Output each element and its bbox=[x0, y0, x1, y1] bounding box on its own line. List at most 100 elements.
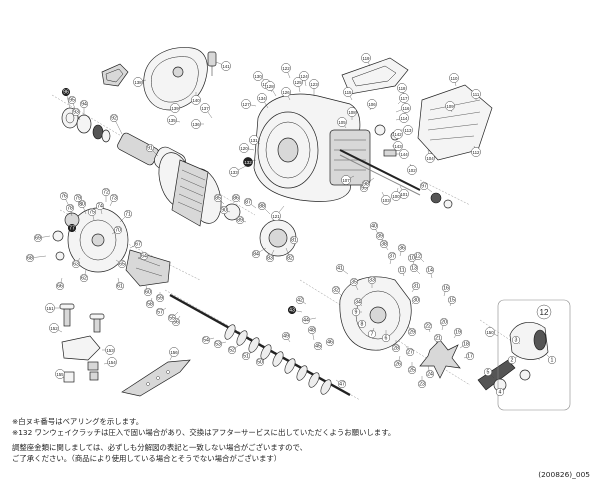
callout-number: 88 bbox=[259, 203, 265, 209]
callout-circle bbox=[271, 211, 281, 221]
callout-124: 124 bbox=[299, 71, 309, 87]
callout-22: 22 bbox=[423, 321, 433, 333]
callout-number: 55 bbox=[169, 315, 175, 321]
callout-number: 92 bbox=[111, 115, 117, 121]
callout-20: 20 bbox=[439, 317, 449, 331]
callout-number: 52 bbox=[229, 347, 235, 353]
callout-number: 29 bbox=[409, 329, 415, 335]
callout-circle bbox=[343, 87, 353, 97]
callout-circle bbox=[397, 83, 407, 93]
side-plate-cover bbox=[143, 47, 208, 111]
callout-83: 83 bbox=[265, 249, 275, 263]
callout-143: 143 bbox=[392, 141, 403, 151]
callout-91: 91 bbox=[145, 143, 159, 157]
screw-group bbox=[59, 303, 105, 383]
callout-number: 104 bbox=[426, 156, 434, 161]
callout-27: 27 bbox=[405, 345, 415, 357]
handle-knob-plate bbox=[101, 63, 129, 87]
callout-number: 139 bbox=[171, 106, 179, 111]
callout-circle bbox=[433, 333, 443, 343]
callout-number: 61 bbox=[117, 283, 123, 289]
spool bbox=[158, 152, 222, 227]
callout-circle bbox=[241, 351, 251, 361]
handle-arm bbox=[477, 359, 516, 392]
callout-109: 109 bbox=[445, 101, 455, 113]
callout-circle bbox=[55, 369, 65, 379]
callout-circle bbox=[419, 181, 429, 191]
drag-star bbox=[419, 339, 461, 379]
callout-number: 43 bbox=[289, 307, 295, 313]
callout-number: 67 bbox=[135, 241, 141, 247]
callout-number: 14 bbox=[427, 267, 433, 273]
callout-circle bbox=[341, 175, 351, 185]
callout-number: 4 bbox=[499, 389, 502, 395]
callout-circle bbox=[59, 191, 69, 201]
callout-number: 125 bbox=[294, 80, 302, 85]
callout-circle bbox=[397, 265, 407, 275]
callout-number: 3 bbox=[515, 337, 518, 343]
callout-52: 52 bbox=[227, 345, 239, 355]
callout-number: 64 bbox=[141, 253, 147, 259]
callout-circle bbox=[309, 79, 319, 89]
callout-circle bbox=[169, 347, 179, 357]
callout-24: 24 bbox=[425, 365, 435, 379]
spring-clip bbox=[121, 359, 191, 397]
callout-circle bbox=[449, 73, 459, 83]
callout-134: 134 bbox=[257, 93, 269, 109]
reference-code: (200826)_005 bbox=[538, 470, 590, 479]
callout-number: 28 bbox=[393, 345, 399, 351]
callout-circle bbox=[155, 293, 165, 303]
callout-number: 31 bbox=[413, 283, 419, 289]
callout-number: 99 bbox=[361, 185, 367, 191]
callout-33: 33 bbox=[367, 275, 377, 288]
callout-number: 44 bbox=[303, 317, 309, 323]
callout-32: 32 bbox=[331, 285, 343, 297]
callout-circle bbox=[369, 221, 379, 231]
callout-circle bbox=[109, 113, 119, 123]
callout-circle bbox=[33, 233, 43, 243]
callout-46: 46 bbox=[325, 337, 335, 347]
callout-107: 107 bbox=[341, 175, 355, 185]
callout-circle bbox=[155, 307, 165, 317]
callout-circle bbox=[391, 343, 401, 353]
callout-98: 98 bbox=[361, 177, 375, 189]
callout-circle bbox=[407, 365, 417, 375]
callout-60: 60 bbox=[143, 285, 153, 297]
callout-number: 83 bbox=[267, 255, 273, 261]
callout-144: 144 bbox=[396, 149, 409, 159]
callout-number: 142 bbox=[394, 132, 402, 137]
callout-number: 130 bbox=[254, 74, 262, 79]
callout-number: 79 bbox=[75, 195, 81, 201]
callout-circle bbox=[167, 115, 177, 125]
callout-86: 86 bbox=[231, 193, 241, 203]
callout-number: 68 bbox=[27, 255, 33, 261]
callout-105: 105 bbox=[337, 117, 347, 129]
callout-72: 72 bbox=[101, 187, 111, 202]
callout-circle bbox=[251, 249, 261, 259]
callout-number: 26 bbox=[395, 361, 401, 367]
callout-circle bbox=[281, 87, 291, 97]
callout-circle bbox=[265, 253, 275, 263]
callout-5: 5 bbox=[483, 367, 495, 379]
callout-number: 86 bbox=[233, 195, 239, 201]
callout-circle bbox=[335, 263, 345, 273]
callout-circle bbox=[115, 281, 125, 291]
callout-circle bbox=[281, 63, 291, 73]
callout-circle bbox=[387, 251, 397, 261]
callout-circle bbox=[45, 303, 55, 313]
callout-circle bbox=[285, 253, 295, 263]
callout-circle bbox=[425, 265, 435, 275]
callout-number: 87 bbox=[245, 199, 251, 205]
callout-circle bbox=[133, 239, 143, 249]
callout-number: 123 bbox=[310, 82, 318, 87]
callout-circle bbox=[243, 197, 253, 207]
callout-number: 105 bbox=[338, 120, 346, 125]
callout-number: 2 bbox=[511, 357, 514, 363]
callout-101: 101 bbox=[399, 185, 409, 199]
callout-circle bbox=[65, 203, 75, 213]
callout-number: 56 bbox=[173, 319, 179, 325]
callout-81: 81 bbox=[289, 235, 299, 245]
callout-circle bbox=[235, 215, 245, 225]
callout-circle bbox=[145, 299, 155, 309]
bearing-stack bbox=[61, 107, 111, 143]
